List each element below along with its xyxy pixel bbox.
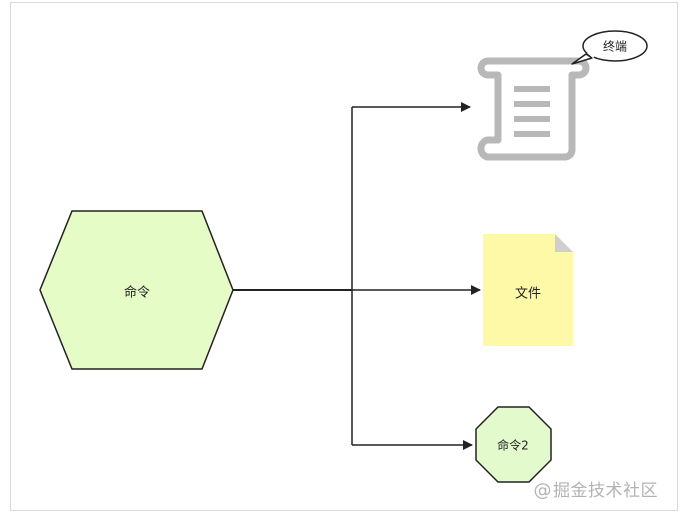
scroll-document-icon[interactable]	[477, 57, 590, 161]
terminal-label: 终端	[602, 39, 628, 54]
command2-label: 命令2	[497, 438, 529, 453]
file-label: 文件	[514, 286, 542, 302]
watermark-text: 掘金技术社区	[553, 481, 658, 501]
file-note[interactable]	[483, 234, 573, 346]
watermark-at-symbol: @	[533, 480, 552, 501]
terminal-speech-bubble[interactable]	[571, 30, 648, 65]
watermark: @掘金技术社区	[534, 476, 659, 501]
command-label: 命令	[123, 285, 151, 301]
command2-octagon[interactable]	[475, 406, 552, 483]
command-hexagon[interactable]	[39, 210, 234, 370]
